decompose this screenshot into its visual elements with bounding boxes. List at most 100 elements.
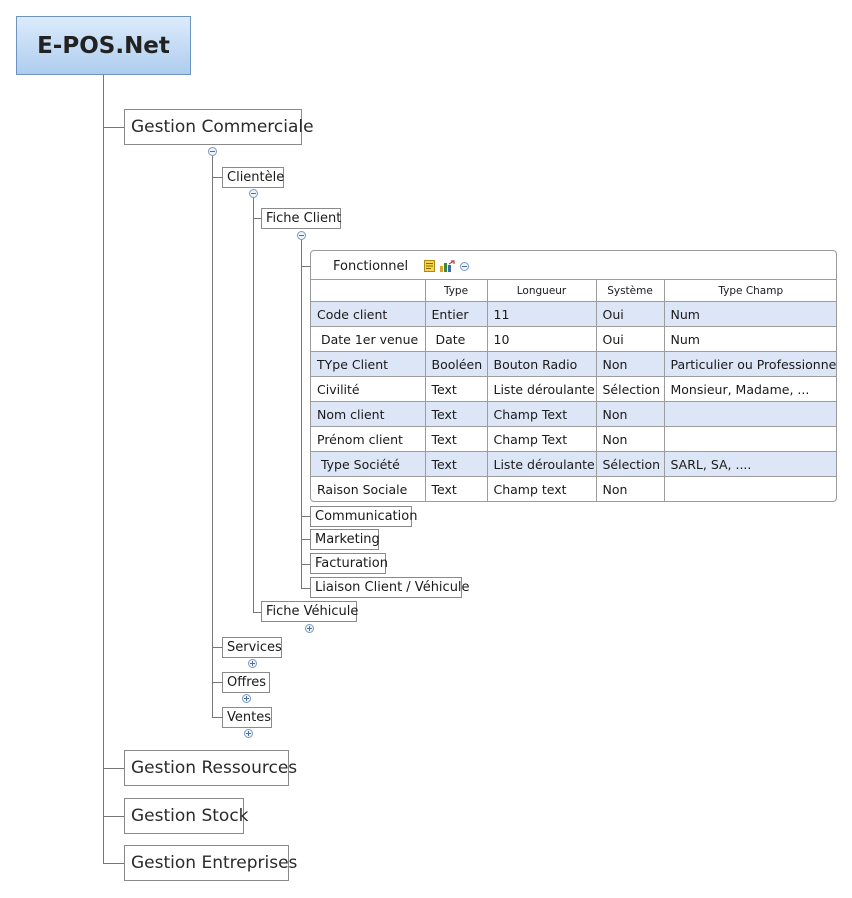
column-header: Longueur (486, 279, 597, 302)
connector (103, 768, 125, 769)
table-cell: Num (663, 301, 836, 327)
table-cell: Liste déroulante (486, 451, 597, 477)
connector (253, 218, 262, 219)
table-cell: SARL, SA, .... (663, 451, 836, 477)
connector (301, 564, 311, 565)
table-cell: Text (424, 476, 488, 501)
table-cell: Oui (595, 326, 665, 352)
table-row: Nom client Text Champ Text Non (311, 401, 836, 427)
table-cell: Text (424, 451, 488, 477)
column-header: Type (424, 279, 488, 302)
table-cell: Particulier ou Professionnel (663, 351, 836, 377)
expand-icon[interactable] (305, 624, 314, 633)
column-header: Type Champ (663, 279, 836, 302)
card-header: Fonctionnel (311, 251, 836, 279)
table-cell (663, 476, 836, 501)
table-cell: Date 1er venue (311, 326, 426, 352)
connector (253, 197, 254, 612)
chart-icon[interactable] (439, 260, 455, 272)
table-cell: Text (424, 426, 488, 452)
table-cell: 10 (486, 326, 597, 352)
table-row: Raison Sociale Text Champ text Non (311, 476, 836, 501)
table-cell: Booléen (424, 351, 488, 377)
topic-gestion-commerciale[interactable]: Gestion Commerciale (124, 109, 314, 145)
table-row: TYpe Client Booléen Bouton Radio Non Par… (311, 351, 836, 377)
topic-fiche-client[interactable]: Fiche Client (261, 208, 341, 229)
column-header: Système (595, 279, 665, 302)
topic-marketing[interactable]: Marketing (310, 529, 380, 550)
topic-clientele[interactable]: Clientèle (222, 167, 284, 188)
table-cell (663, 426, 836, 452)
topic-gestion-ressources[interactable]: Gestion Ressources (124, 750, 297, 786)
root-topic[interactable]: E-POS.Net (16, 16, 191, 75)
connector (212, 156, 213, 717)
connector (103, 816, 125, 817)
expand-icon[interactable] (248, 659, 257, 668)
topic-communication[interactable]: Communication (310, 506, 417, 527)
table-row: Type Société Text Liste déroulante Sélec… (311, 451, 836, 477)
topic-gestion-entreprises[interactable]: Gestion Entreprises (124, 845, 297, 881)
table-cell: 11 (486, 301, 597, 327)
collapse-icon[interactable] (297, 231, 306, 240)
data-table: Type Longueur Système Type Champ Code cl… (311, 279, 836, 501)
table-cell: Date (424, 326, 488, 352)
table-cell: Code client (311, 301, 426, 327)
connector (212, 647, 223, 648)
table-cell: Nom client (311, 401, 426, 427)
table-row: Date 1er venue Date 10 Oui Num (311, 326, 836, 352)
expand-icon[interactable] (242, 694, 251, 703)
table-cell: Type Société (311, 451, 426, 477)
topic-services[interactable]: Services (222, 637, 282, 658)
table-cell: Sélection (595, 376, 665, 402)
connector (253, 612, 262, 613)
topic-gestion-stock[interactable]: Gestion Stock (124, 798, 249, 834)
note-icon[interactable] (424, 260, 435, 272)
connector (212, 177, 223, 178)
connector (103, 127, 125, 128)
topic-liaison-client-vehicule[interactable]: Liaison Client / Véhicule (310, 577, 470, 598)
connector (301, 266, 310, 267)
column-header (311, 279, 426, 302)
table-cell: Non (595, 426, 665, 452)
table-cell: Monsieur, Madame, ... (663, 376, 836, 402)
table-cell: Champ text (486, 476, 597, 501)
table-cell: Liste déroulante (486, 376, 597, 402)
table-cell: Text (424, 376, 488, 402)
connector (301, 588, 311, 589)
connector (103, 75, 104, 863)
table-row: Prénom client Text Champ Text Non (311, 426, 836, 452)
table-cell: Oui (595, 301, 665, 327)
topic-facturation[interactable]: Facturation (310, 553, 388, 574)
collapse-icon[interactable] (208, 147, 217, 156)
table-row: Code client Entier 11 Oui Num (311, 301, 836, 327)
table-row: Civilité Text Liste déroulante Sélection… (311, 376, 836, 402)
table-cell: Champ Text (486, 401, 597, 427)
table-cell (663, 401, 836, 427)
collapse-icon[interactable] (249, 189, 258, 198)
table-cell: Text (424, 401, 488, 427)
topic-offres[interactable]: Offres (222, 672, 270, 693)
card-title: Fonctionnel (333, 258, 409, 274)
table-cell: Entier (424, 301, 488, 327)
table-cell: Num (663, 326, 836, 352)
table-cell: Non (595, 476, 665, 501)
topic-ventes[interactable]: Ventes (222, 707, 272, 728)
collapse-icon[interactable] (460, 262, 469, 271)
table-cell: Civilité (311, 376, 426, 402)
connector (301, 516, 311, 517)
connector (212, 717, 223, 718)
connector (301, 239, 302, 588)
table-cell: Raison Sociale (311, 476, 426, 501)
fonctionnel-card[interactable]: Fonctionnel Type Longueur Système Type C… (310, 250, 837, 502)
table-cell: Champ Text (486, 426, 597, 452)
table-cell: Prénom client (311, 426, 426, 452)
table-header-row: Type Longueur Système Type Champ (311, 279, 836, 302)
connector (301, 539, 311, 540)
connector (103, 863, 125, 864)
table-cell: Non (595, 351, 665, 377)
table-cell: TYpe Client (311, 351, 426, 377)
connector (212, 682, 223, 683)
topic-fiche-vehicule[interactable]: Fiche Véhicule (261, 601, 358, 622)
table-cell: Non (595, 401, 665, 427)
expand-icon[interactable] (244, 729, 253, 738)
